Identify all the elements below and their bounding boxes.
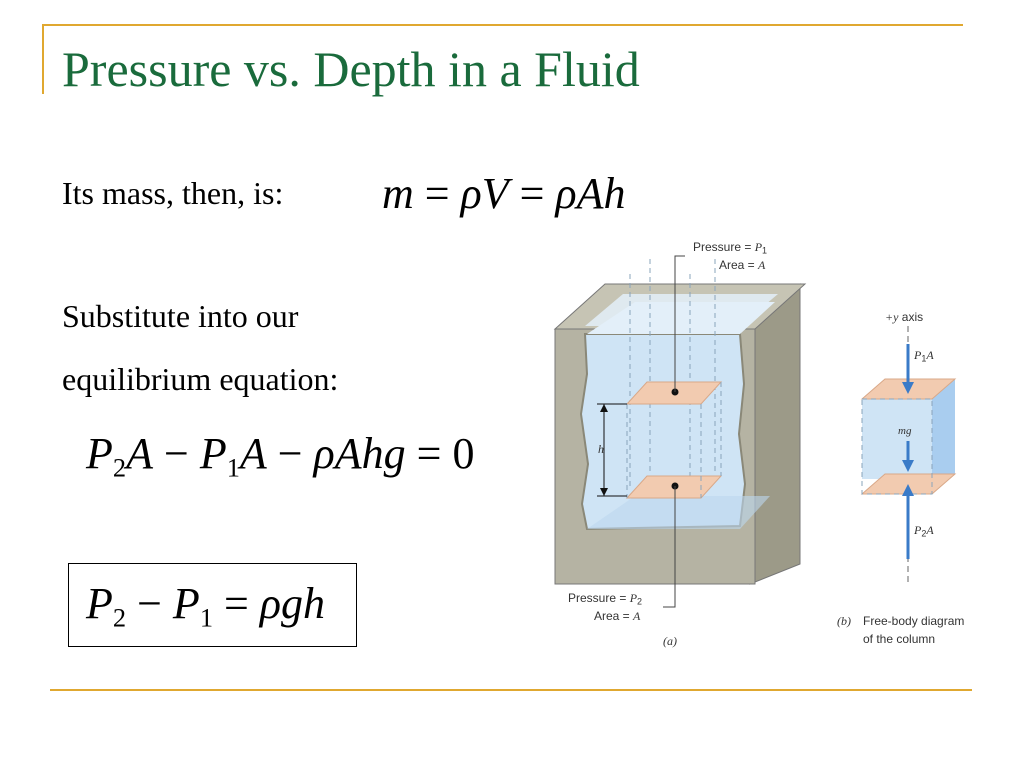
substitute-text-line2: equilibrium equation: bbox=[62, 361, 339, 397]
fbd-weight-label: mg bbox=[898, 425, 912, 437]
fluid-column-illustration bbox=[553, 255, 957, 608]
slide-title: Pressure vs. Depth in a Fluid bbox=[62, 41, 640, 97]
bottom-pressure-label: Pressure = P2 bbox=[568, 591, 643, 607]
fbd-bottom-force-label: P2A bbox=[914, 523, 934, 539]
mass-intro-text: Its mass, then, is: bbox=[62, 175, 284, 211]
mass-equation: m = ρV = ρAh bbox=[382, 169, 626, 218]
substitute-text-line1: Substitute into our bbox=[62, 298, 299, 334]
fbd-axis-label: +y axis bbox=[885, 310, 924, 324]
frame-top-rule bbox=[42, 24, 963, 26]
fluid-column-figure: Pressure = P1 Area = A h Pressure = P2 A… bbox=[535, 234, 1000, 654]
caption-a: (a) bbox=[663, 634, 677, 648]
caption-b-line1: Free-body diagram bbox=[863, 614, 965, 628]
fbd-top-force-label: P1A bbox=[914, 348, 934, 364]
height-label: h bbox=[598, 442, 604, 456]
frame-left-rule bbox=[42, 24, 44, 94]
top-area-label: Area = A bbox=[719, 258, 766, 272]
bottom-area-label: Area = A bbox=[594, 609, 641, 623]
result-equation: P2 − P1 = ρgh bbox=[86, 579, 325, 633]
frame-bottom-rule bbox=[50, 689, 972, 691]
caption-b-letter: (b) bbox=[837, 614, 851, 628]
result-box bbox=[68, 563, 357, 647]
caption-b-line2: of the column bbox=[863, 632, 936, 646]
top-pressure-label: Pressure = P1 bbox=[693, 240, 768, 256]
equilibrium-equation: P2A − P1A − ρAhg = 0 bbox=[86, 429, 475, 483]
